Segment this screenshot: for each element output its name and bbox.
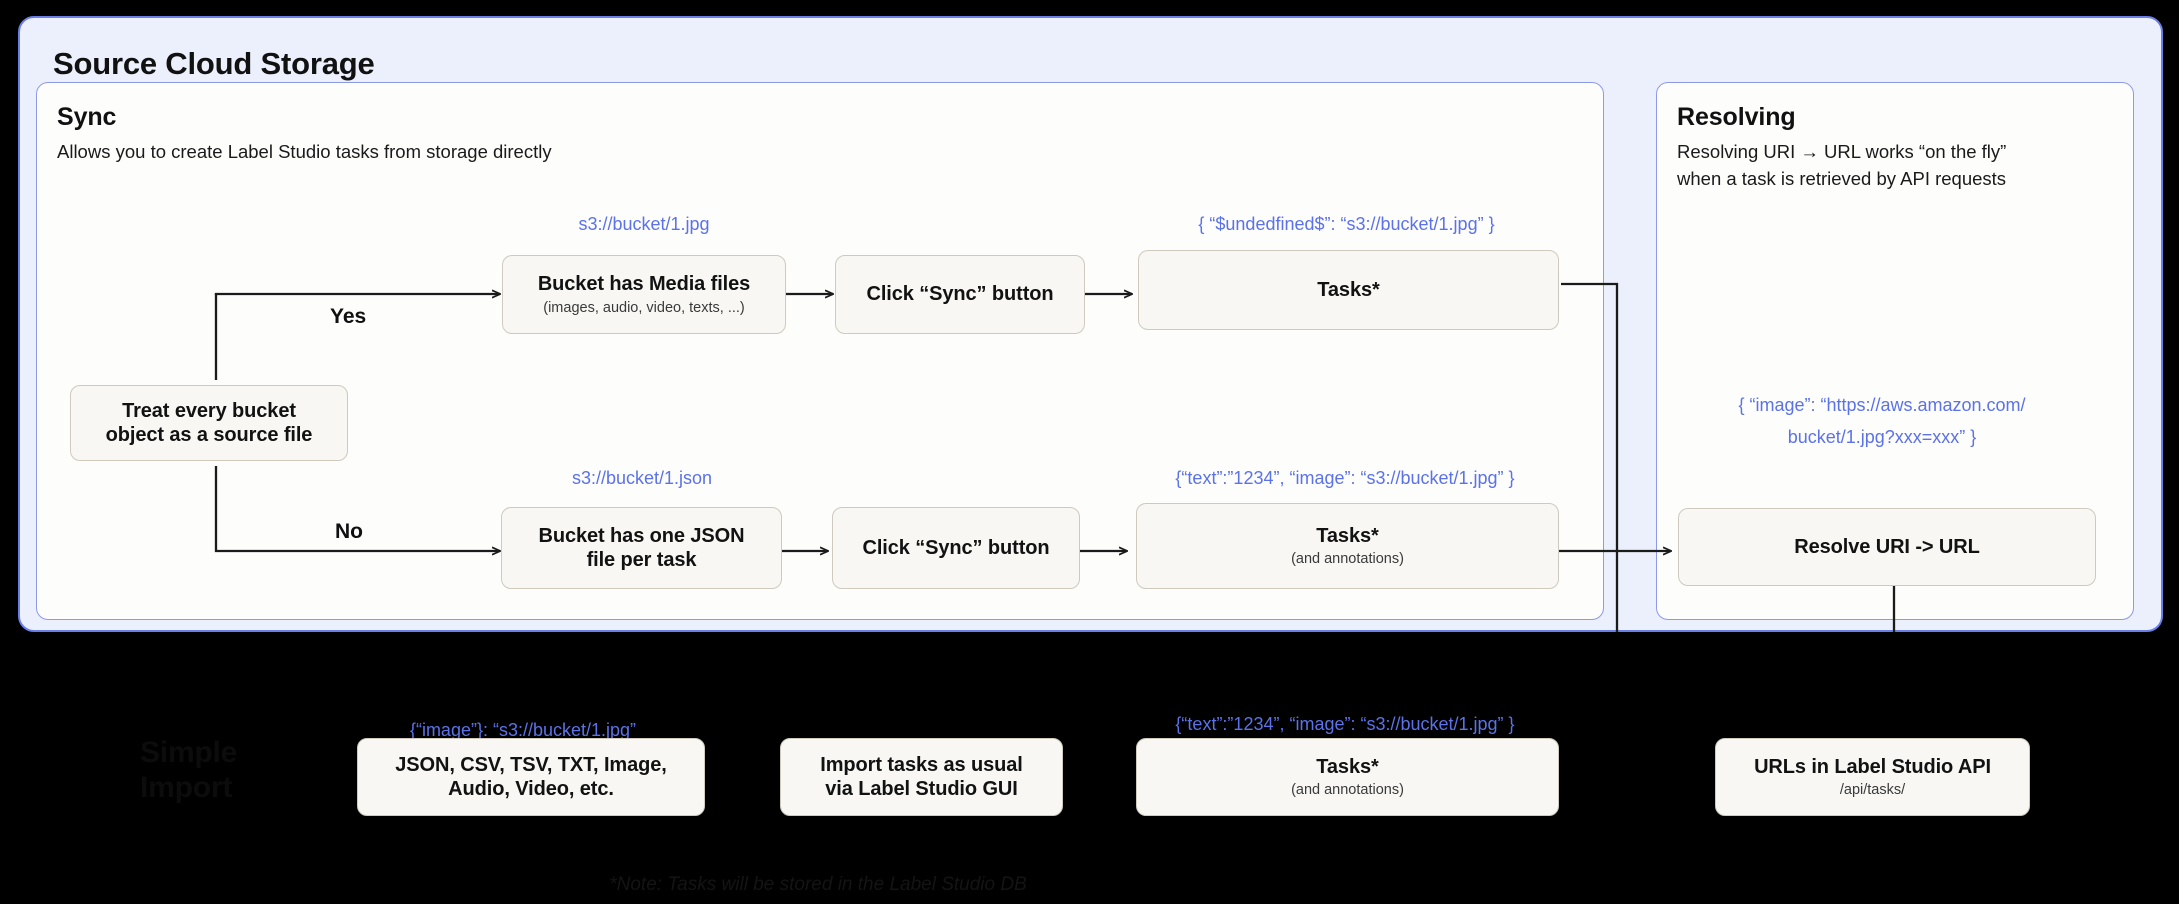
node-import-tasks-via-gui: Import tasks as usual via Label Studio G… <box>780 738 1063 816</box>
resolve-url-note-line1: { “image”: “https://aws.amazon.com/ <box>1738 395 2026 415</box>
resolving-card-subtitle-line1: Resolving URI → URL works “on the fly” <box>1677 141 2007 162</box>
bottom-tasks-note: {“text”:”1234”, “image”: “s3://bucket/1.… <box>1175 714 1515 734</box>
resolving-card-title: Resolving <box>1677 103 1796 131</box>
node-supported-formats-line1: JSON, CSV, TSV, TXT, Image, <box>395 753 667 776</box>
node-bottom-tasks-subtitle: (and annotations) <box>1291 782 1404 798</box>
resolving-card-subtitle-line2: when a task is retrieved by API requests <box>1677 168 2007 189</box>
node-resolve-uri-to-url-label: Resolve URI -> URL <box>1794 535 1980 558</box>
node-bottom-tasks: Tasks* (and annotations) <box>1136 738 1559 816</box>
row-json-uri-note: s3://bucket/1.json <box>571 468 713 488</box>
node-import-tasks-via-gui-line1: Import tasks as usual <box>820 753 1023 776</box>
node-supported-formats: JSON, CSV, TSV, TXT, Image, Audio, Video… <box>357 738 705 816</box>
simple-import-heading-line2: Import <box>140 771 233 805</box>
simple-import-heading: Simple Import <box>140 735 237 806</box>
row-media-tasks-note: { “$undedfined$”: “s3://bucket/1.jpg” } <box>1198 214 1495 234</box>
node-click-sync-button-media-label: Click “Sync” button <box>866 283 1054 306</box>
bottom-import-note: {“image”}: “s3://bucket/1.jpg” <box>409 720 637 740</box>
node-bucket-has-one-json-file-line1: Bucket has one JSON <box>538 524 745 547</box>
sync-card-title: Sync <box>57 103 117 131</box>
node-import-tasks-via-gui-line2: via Label Studio GUI <box>825 778 1018 800</box>
node-tasks-and-annotations-subtitle: (and annotations) <box>1291 551 1404 567</box>
node-urls-in-label-studio-api-endpoint: /api/tasks/ <box>1839 782 1906 798</box>
node-treat-every-bucket-object: Treat every bucket object as a source fi… <box>70 385 348 461</box>
node-supported-formats-line2: Audio, Video, etc. <box>448 778 614 800</box>
branch-label-yes: Yes <box>330 305 367 328</box>
node-urls-in-label-studio-api: URLs in Label Studio API /api/tasks/ <box>1715 738 2030 816</box>
node-bucket-has-one-json-file: Bucket has one JSON file per task <box>501 507 782 589</box>
node-bucket-has-media-files: Bucket has Media files (images, audio, v… <box>502 255 786 334</box>
node-tasks-media-label: Tasks* <box>1317 278 1380 301</box>
node-bucket-has-media-files-subtitle: (images, audio, video, texts, ...) <box>543 299 745 316</box>
node-click-sync-button-json[interactable]: Click “Sync” button <box>832 507 1080 589</box>
node-bottom-tasks-label: Tasks* <box>1316 755 1379 778</box>
node-bucket-has-one-json-file-line2: file per task <box>586 549 697 571</box>
node-urls-in-label-studio-api-label: URLs in Label Studio API <box>1754 755 1991 778</box>
simple-import-heading-line1: Simple <box>140 736 238 769</box>
row-json-tasks-note: {“text”:”1234”, “image”: “s3://bucket/1.… <box>1175 468 1515 488</box>
node-tasks-media: Tasks* <box>1138 250 1559 330</box>
node-bucket-has-media-files-title: Bucket has Media files <box>537 273 751 296</box>
resolve-url-note-line2: bucket/1.jpg?xxx=xxx” } <box>1787 427 1977 447</box>
node-tasks-and-annotations-label: Tasks* <box>1316 524 1379 547</box>
row-media-uri-note: s3://bucket/1.jpg <box>578 214 710 234</box>
node-click-sync-button-json-label: Click “Sync” button <box>862 536 1050 559</box>
node-treat-every-bucket-object-line2: object as a source file <box>105 424 313 446</box>
sync-card-subtitle: Allows you to create Label Studio tasks … <box>57 141 552 162</box>
node-resolve-uri-to-url: Resolve URI -> URL <box>1678 508 2096 586</box>
node-treat-every-bucket-object-line1: Treat every bucket <box>122 399 296 422</box>
page-title: Source Cloud Storage <box>53 46 375 81</box>
footnote-note: *Note: Tasks will be stored in the Label… <box>609 874 1027 895</box>
node-click-sync-button-media[interactable]: Click “Sync” button <box>835 255 1085 334</box>
node-tasks-and-annotations: Tasks* (and annotations) <box>1136 503 1559 589</box>
branch-label-no: No <box>335 520 363 543</box>
